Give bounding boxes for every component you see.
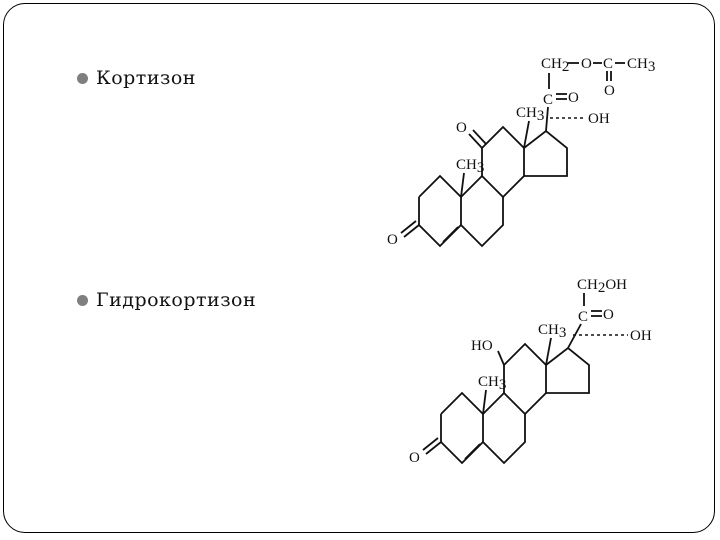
hydrocortisone-c3-oxygen-label: O (409, 450, 420, 466)
hydrocortisone-ring-c (503, 342, 547, 415)
cortisone-c19-methyl-label: CH3 (456, 157, 484, 176)
cortisone-ring-a (418, 174, 462, 248)
hydrocortisone-oh-17-label: OH (630, 328, 652, 344)
hydrocortisone-c20-label: C (578, 309, 588, 325)
hydrocortisone-c19-methyl-label: CH3 (478, 374, 506, 393)
hydrocortisone-ring-b (482, 391, 526, 465)
hydrocortisone-ring-a (440, 391, 484, 465)
cortisone-c3-bond (403, 224, 420, 238)
hydrocortisone-c18-bond (545, 337, 552, 366)
cortisone-ester-c-label: C (603, 56, 613, 72)
bullet-dot-icon (77, 72, 88, 84)
hydrocortisone-c11-bond (497, 350, 505, 366)
slide-frame: Кортизон Гидрокортизон O CH3 O CH3 OH (3, 3, 715, 533)
cortisone-c19-bond (460, 172, 465, 198)
cortisone-c3-bond-2 (400, 220, 417, 234)
cortisone-c11-bond (468, 133, 483, 149)
cortisone-ester-carbonyl-o-label: O (604, 83, 615, 99)
hydrocortisone-c21-label: CH2OH (577, 277, 627, 296)
cortisone-c18-methyl-label: CH3 (516, 105, 544, 124)
cortisone-c20-label: C (543, 92, 553, 108)
cortisone-ring-b (460, 174, 504, 248)
cortisone-ester-o-label: O (581, 56, 592, 72)
hydrocortisone-double-bond-4-5 (464, 443, 481, 460)
bullet-item-hydrocortisone: Гидрокортизон (77, 289, 256, 311)
bullet-item-cortisone: Кортизон (77, 67, 196, 89)
cortisone-c11-oxygen-label: O (456, 120, 467, 136)
bullet-label-cortisone: Кортизон (96, 67, 196, 89)
cortisone-ring-d (523, 129, 568, 177)
cortisone-oh-17-label: OH (588, 111, 610, 127)
hydrocortisone-c18-methyl-label: CH3 (538, 322, 566, 341)
cortisone-ring-c (481, 125, 525, 198)
bullet-label-hydrocortisone: Гидрокортизон (96, 289, 257, 311)
cortisone-ester-ch3-label: CH3 (627, 56, 655, 75)
hydrocortisone-c19-bond (482, 389, 487, 415)
cortisone-double-bond-4-5 (442, 226, 459, 243)
hydrocortisone-c17-c20-bond (567, 323, 582, 349)
hydrocortisone-structure-diagram: O CH3 HO CH3 OH C O CH2OH (409, 277, 652, 466)
hydrocortisone-c20-oxygen-label: O (603, 307, 614, 323)
cortisone-c17-c20-bond (545, 106, 549, 132)
hydrocortisone-c3-bond (425, 441, 442, 455)
hydrocortisone-ho-11-label: HO (471, 338, 493, 354)
cortisone-structure-diagram: O CH3 O CH3 OH C O CH2 O C CH3 O (387, 56, 655, 248)
bullet-dot-icon (77, 294, 88, 306)
cortisone-ch2-label: CH2 (541, 56, 569, 75)
hydrocortisone-ring-d (545, 346, 590, 394)
hydrocortisone-c3-bond-2 (422, 437, 439, 451)
cortisone-c3-oxygen-label: O (387, 232, 398, 248)
cortisone-c20-oxygen-label: O (568, 90, 579, 106)
cortisone-c11-bond-2 (472, 129, 487, 145)
cortisone-c18-bond (523, 120, 530, 149)
